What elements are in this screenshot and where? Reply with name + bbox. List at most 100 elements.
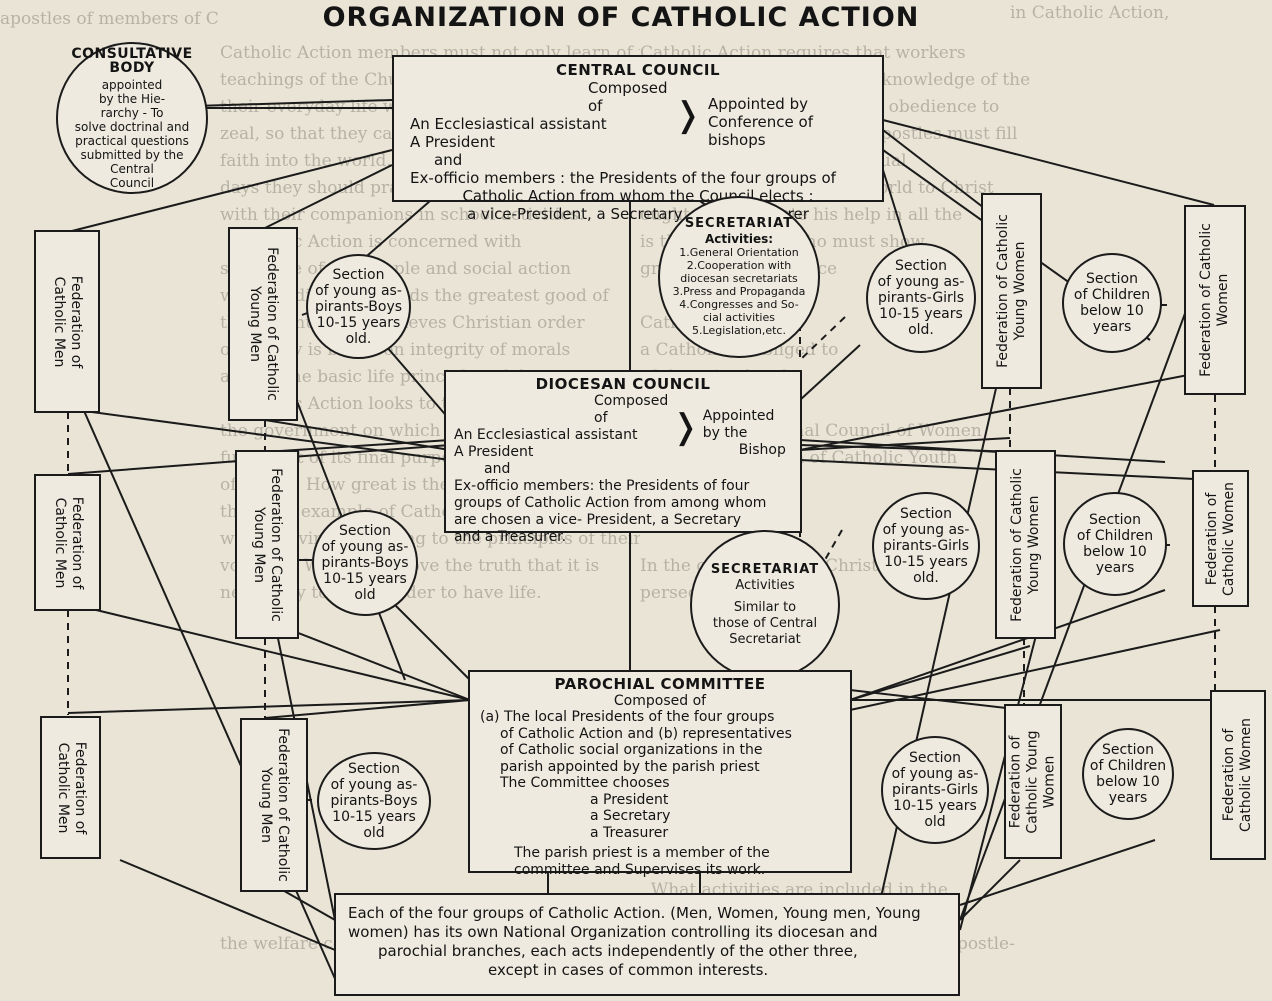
consultative-line: Council [109,175,155,190]
section-line: old. [345,330,372,347]
section-line: pirants-Girls [877,290,964,306]
section-line: Section [1085,271,1138,287]
background-text-middle-line: with their companions in school activiti… [220,205,585,225]
section-line: 10-15 years [893,798,977,814]
section-line: Section [894,258,947,274]
diocesan-secretariat-heading: SECRETARIAT [710,562,820,577]
section-line: years [1095,560,1135,576]
diocesan-ex-line2: groups of Catholic Action from among who… [454,495,767,511]
federation-catholic-women-box: Federation of Catholic Women [1210,690,1266,860]
section-aspirants-boys-circle: Section of young as- pirants-Boys 10-15 … [306,254,411,359]
central-secretariat-item: diocesan secretariats [680,272,798,285]
federation-catholic-women-box: Federation of Catholic Women [1192,470,1249,607]
section-line: 10-15 years [884,554,968,570]
national-organization-note: Each of the four groups of Catholic Acti… [334,893,960,996]
section-line: of Children [1076,528,1154,544]
section-children-circle: Section of Children below 10 years [1082,728,1174,820]
diocesan-composed: Composed of [594,393,669,426]
brace-icon: ❭ [673,95,703,135]
federation-catholic-young-women-label: Federation of Catholic Young Women [1008,467,1042,622]
parochial-line: of Catholic Action and (b) representativ… [500,725,792,742]
central-secretariat-heading: SECRETARIAT [684,216,794,231]
central-appointed-line1: Appointed by Conference of [708,95,813,131]
brace-icon: ❭ [671,407,700,447]
central-secretariat-item: cial activities [703,311,775,324]
section-line: of young as- [882,522,970,538]
section-line: Section [899,506,952,522]
diocesan-appointed-line2: Bishop [738,441,786,458]
diocesan-ex-line4: and a Treasurer. [454,529,567,545]
consultative-line: appointed [101,77,163,92]
section-line: old. [913,570,939,586]
consultative-body-heading: CONSULTATIVE BODY [71,45,193,76]
national-note-line: women) has its own National Organization… [348,923,878,941]
diocesan-secretariat-line: those of Central [712,616,818,631]
section-line: years [1092,319,1132,335]
central-secretariat-item: 4.Congresses and So- [679,298,799,311]
diocesan-council-box: DIOCESAN COUNCIL Composed of An Ecclesia… [444,370,802,545]
section-line: below 10 [1083,544,1147,560]
section-line: 10-15 years [332,809,416,825]
consultative-line: rarchy - To [100,105,164,120]
central-appointed-line2: bishops [708,131,766,149]
federation-catholic-young-women-label: Federation of Catholic Young Women [1007,729,1058,834]
section-line: below 10 [1096,774,1160,790]
diocesan-president: A President [454,444,534,460]
section-line: old. [908,322,934,338]
central-and: and [434,151,463,169]
section-line: below 10 [1080,303,1144,319]
section-line: Section [347,761,400,777]
diocesan-assistant: An Ecclesiastical assistant [454,427,638,443]
federation-catholic-men-label: Federation of Catholic Men [51,275,84,368]
section-line: years [1108,790,1148,806]
diocesan-secretariat-circle: SECRETARIAT Activities Similar to those … [690,530,840,680]
background-text-top-right: in Catholic Action, [1010,3,1170,23]
diocesan-secretariat-activities: Activities [735,578,795,593]
section-aspirants-girls-circle: Section of young as- pirants-Girls 10-15… [881,736,989,844]
federation-catholic-men-box: Federation of Catholic Men [34,230,100,413]
section-line: pirants-Boys [314,298,403,315]
central-secretariat-item: 5.Legislation,etc. [692,324,786,337]
section-aspirants-girls-circle: Section of young as- pirants-Girls 10-15… [872,492,980,600]
central-ex-line2: Catholic Action from whom the Council el… [462,187,814,205]
parochial-committee-box: PAROCHIAL COMMITTEE Composed of (a) The … [468,670,852,878]
consultative-line: practical questions [75,133,189,148]
section-line: pirants-Boys [330,793,418,809]
central-secretariat-item: 1.General Orientation [679,246,799,259]
section-line: old [924,814,946,830]
section-children-circle: Section of Children below 10 years [1062,253,1162,353]
section-children-circle: Section of Children below 10 years [1063,492,1167,596]
diocesan-appointed-line1: Appointed by the [702,407,775,441]
page-title: ORGANIZATION OF CATHOLIC ACTION [322,2,920,33]
section-line: pirants-Girls [882,538,969,554]
federation-catholic-men-label: Federation of Catholic Men [51,496,85,589]
section-line: of Children [1089,758,1167,774]
central-ex-line1: Ex-officio members : the Presidents of t… [410,169,836,187]
national-note-line: parochial branches, each acts independen… [378,942,858,960]
federation-catholic-women-label: Federation of Catholic Women [1198,223,1231,377]
federation-catholic-young-men-box: Federation of Catholic Young Men [228,227,298,421]
central-composed: Composed of [588,79,668,115]
section-line: Section [1088,512,1141,528]
section-line: pirants-Girls [891,782,978,798]
diocesan-secretariat-line: Similar to [733,600,797,615]
federation-catholic-women-label: Federation of Catholic Women [1221,718,1254,832]
section-line: of Children [1073,287,1151,303]
federation-catholic-men-box: Federation of Catholic Men [34,474,101,611]
section-line: Section [338,523,391,539]
consultative-line: by the Hie- [98,91,166,106]
section-line: of young as- [877,274,965,290]
federation-catholic-young-women-label: Federation of Catholic Young Women [994,214,1028,368]
section-line: of young as- [315,282,402,299]
federation-catholic-young-women-box: Federation of Catholic Young Women [981,193,1042,389]
central-council-box: CENTRAL COUNCIL Composed of An Ecclesias… [392,55,884,223]
parochial-committee-title: PAROCHIAL COMMITTEE [554,675,766,693]
parochial-line: of Catholic social organizations in the [500,742,763,758]
central-ex-line3: a vice-President, a Secretary, and a Tre… [467,205,809,223]
parochial-line: The Committee chooses [500,775,670,791]
background-text-top-left: apostles of members of C [0,9,219,29]
federation-catholic-young-men-label: Federation of Catholic Young Men [258,728,291,882]
central-secretariat-activities: Activities: [704,232,774,246]
national-note-line: except in cases of common interests. [488,961,769,979]
federation-catholic-young-women-box: Federation of Catholic Young Women [1004,704,1062,859]
